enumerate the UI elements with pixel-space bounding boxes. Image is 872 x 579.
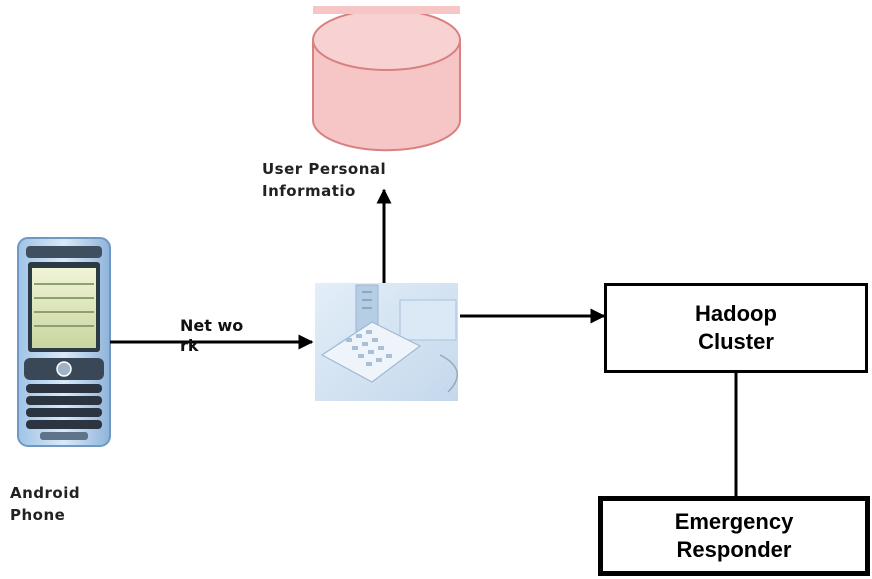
network-label-line2: rk — [180, 336, 199, 355]
responder-label-line1: Emergency — [674, 509, 794, 534]
hadoop-cluster-node: Hadoop Cluster — [604, 283, 868, 373]
hadoop-label-line2: Cluster — [698, 329, 774, 354]
emergency-responder-node: Emergency Responder — [598, 496, 870, 576]
network-label: Net wo rk — [180, 316, 243, 356]
database-label-line2: Informatio — [262, 182, 356, 200]
responder-label-line2: Responder — [676, 537, 792, 562]
phone-label-line2: Phone — [10, 506, 66, 524]
database-cylinder — [312, 6, 461, 152]
database-label-line1: User Personal — [262, 160, 387, 178]
android-phone-icon — [17, 237, 111, 447]
phone-label: Android Phone — [10, 482, 80, 526]
network-label-line1: Net wo — [180, 316, 244, 335]
phone-label-line1: Android — [10, 484, 81, 502]
hadoop-label-line1: Hadoop — [695, 301, 777, 326]
server-keyboard-icon — [315, 283, 458, 401]
database-label: User Personal Informatio — [262, 158, 386, 202]
